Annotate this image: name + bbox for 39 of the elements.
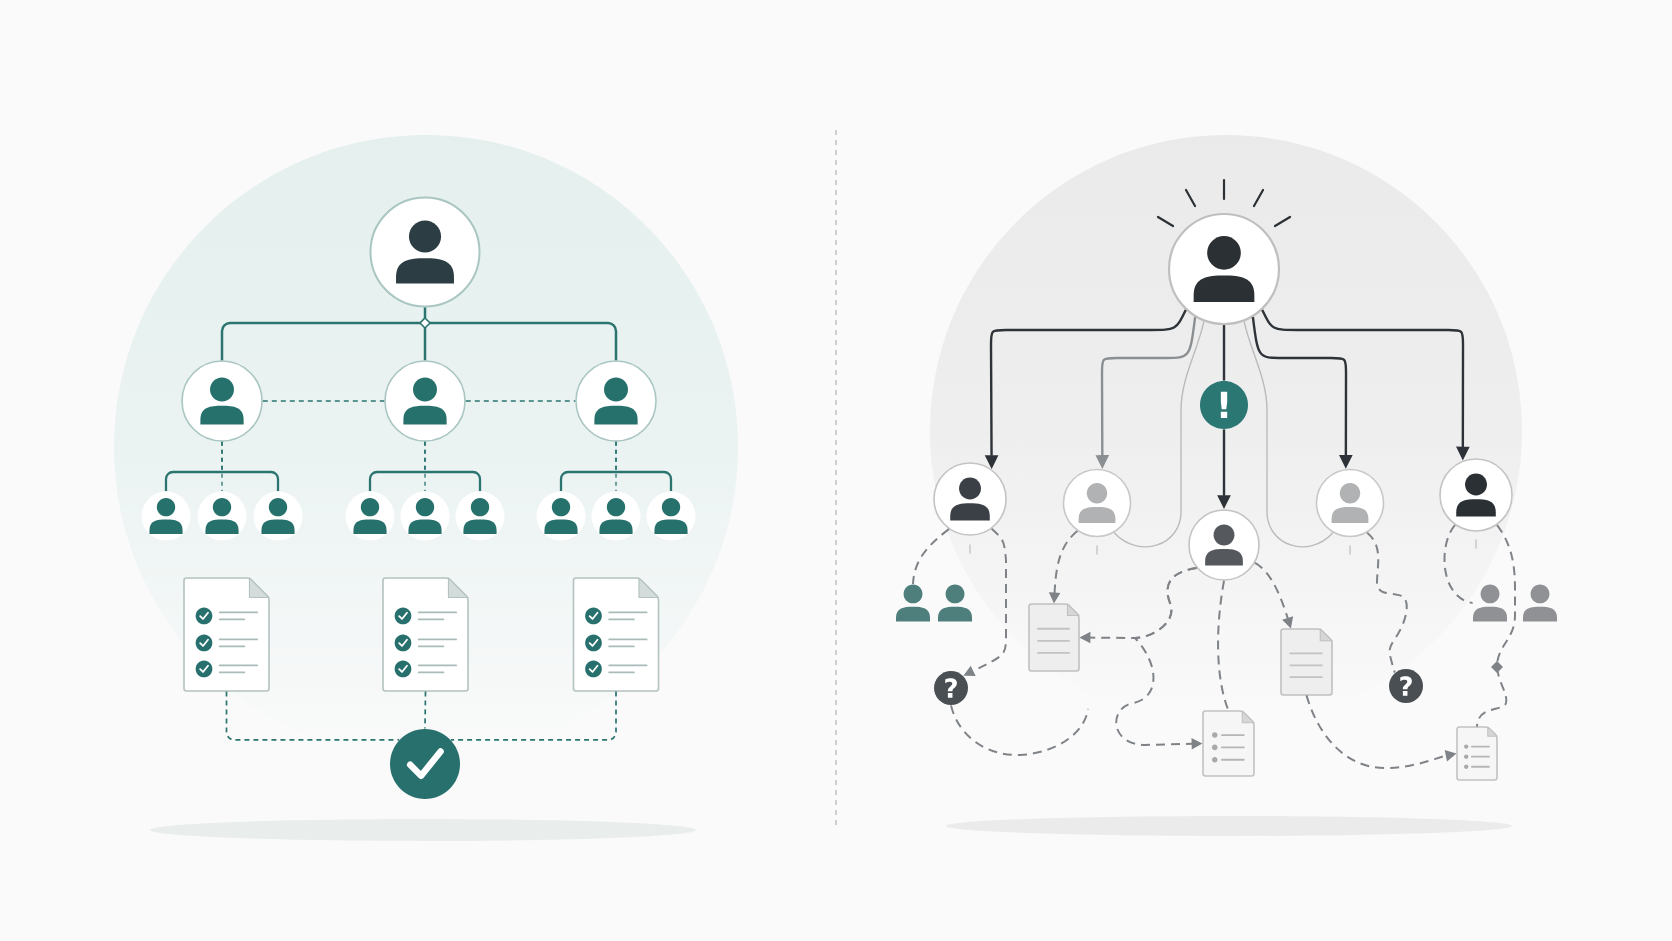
person-icon [536, 491, 586, 541]
alert-badge: ! [1200, 381, 1248, 429]
person-icon [400, 491, 450, 541]
person-icon [141, 491, 191, 541]
connector-line [424, 690, 427, 730]
connector-line [1222, 325, 1226, 381]
question-badge: ? [934, 671, 968, 705]
document-icon [1280, 628, 1333, 696]
connector-line [464, 400, 577, 402]
person-icon [896, 584, 930, 622]
connector-line [425, 470, 482, 492]
connector-line [424, 440, 426, 473]
connector-line [261, 400, 386, 402]
connector-line [1366, 531, 1408, 674]
connector-line [222, 470, 280, 492]
connector-line [1113, 320, 1205, 548]
connector-line [615, 440, 617, 473]
person-icon [345, 491, 395, 541]
connector-line [912, 528, 950, 586]
connector-line [1476, 524, 1516, 728]
person-icon [1523, 584, 1558, 622]
person-icon [938, 584, 973, 622]
connector-line [1443, 524, 1474, 604]
question-badge: ? [1389, 669, 1423, 703]
person-icon [197, 491, 247, 541]
connector-line [1243, 320, 1334, 548]
person-icon [455, 491, 505, 541]
person-icon [591, 491, 641, 541]
connector-line [225, 690, 400, 741]
person-icon [253, 491, 303, 541]
person-icon [646, 491, 696, 541]
connector-line [450, 690, 617, 741]
connector-line [559, 470, 616, 492]
document-icon [1028, 603, 1080, 672]
connector-line [950, 704, 1089, 756]
connector-line [616, 470, 673, 492]
connector-line [368, 470, 425, 492]
connector-line [1217, 579, 1230, 712]
person-icon [1473, 584, 1508, 622]
